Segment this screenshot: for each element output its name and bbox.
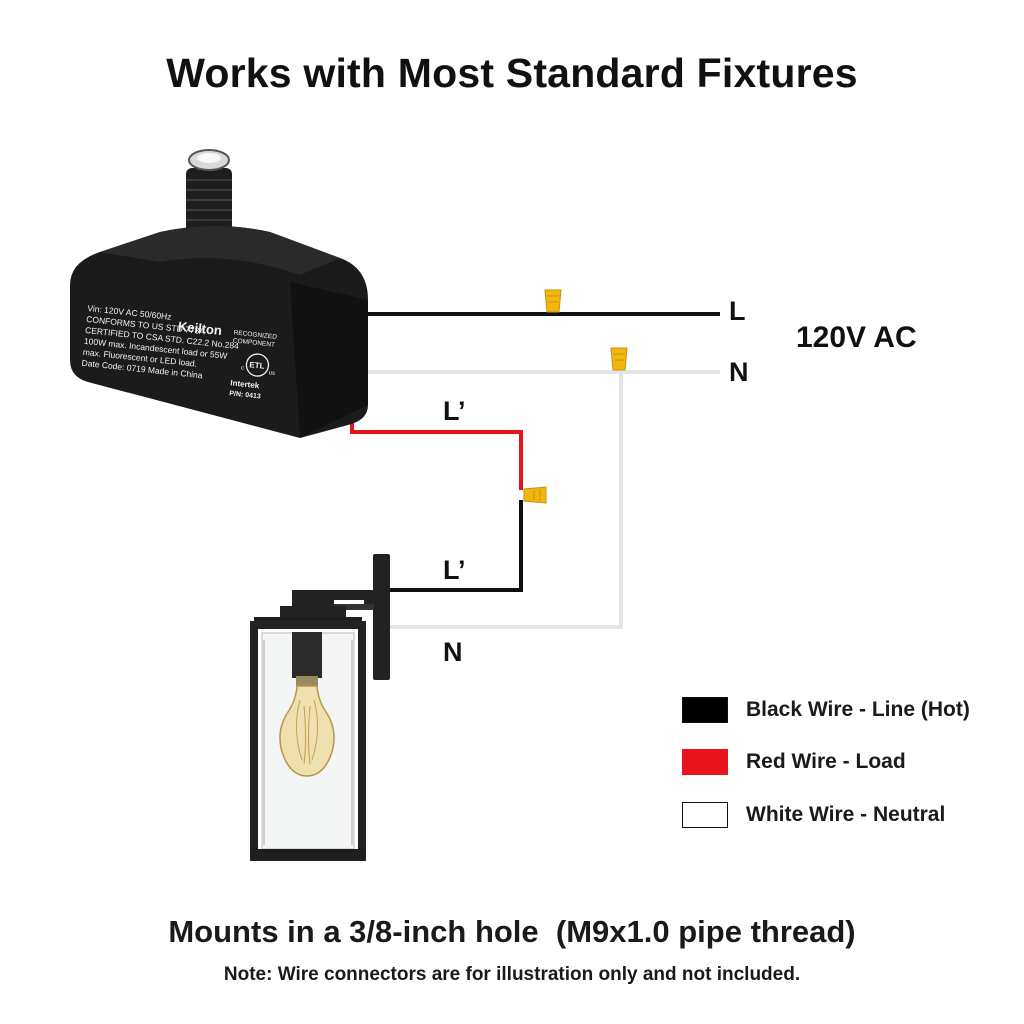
wire-connector-icon	[544, 289, 562, 313]
legend-item-black: Black Wire - Line (Hot)	[682, 696, 970, 724]
etl-c-text: c	[241, 365, 245, 371]
wire-label-neutral-bottom: N	[443, 637, 463, 667]
legend-item-white: White Wire - Neutral	[682, 801, 945, 829]
wire-connector-icon	[523, 486, 547, 504]
legend-label: White Wire - Neutral	[746, 803, 946, 826]
legend-label: Red Wire - Load	[746, 750, 906, 773]
light-bulb-icon	[279, 685, 335, 777]
red-load-wire	[350, 398, 523, 490]
legend-item-red: Red Wire - Load	[682, 748, 906, 776]
black-swatch	[682, 697, 728, 723]
white-swatch	[682, 802, 728, 828]
page-title: Works with Most Standard Fixtures	[166, 50, 858, 96]
etl-us-text: us	[268, 370, 275, 377]
intertek-text: Intertek	[230, 378, 260, 390]
wall-lantern-fixture	[250, 554, 390, 861]
recognized-text: RECOGNIZED	[233, 329, 277, 341]
wires	[350, 312, 720, 629]
wire-label-line: L	[729, 296, 746, 326]
voltage-label: 120V AC	[796, 321, 917, 354]
legend-label: Black Wire - Line (Hot)	[746, 698, 970, 721]
photocell-sensor: Vin: 120V AC 50/60Hz CONFORMS TO US STD …	[70, 149, 368, 438]
disclaimer-note: Note: Wire connectors are for illustrati…	[223, 964, 801, 985]
wire-connector-icon	[610, 347, 628, 371]
brand-logo: Keilton	[177, 319, 222, 339]
wire-label-load-top: L’	[443, 396, 466, 426]
wire-label-load-bottom: L’	[443, 555, 466, 585]
etl-mark-icon	[245, 353, 270, 377]
wire-label-neutral: N	[729, 357, 749, 387]
white-neutral-drop	[388, 372, 623, 629]
black-load-wire	[388, 500, 523, 592]
part-number-text: P/N: 0413	[229, 390, 261, 400]
component-text: COMPONENT	[232, 337, 275, 348]
red-swatch	[682, 749, 728, 775]
mount-caption: Mounts in a 3/8-inch hole (M9x1.0 pipe t…	[168, 914, 856, 949]
etl-mark-text: ETL	[249, 360, 265, 371]
